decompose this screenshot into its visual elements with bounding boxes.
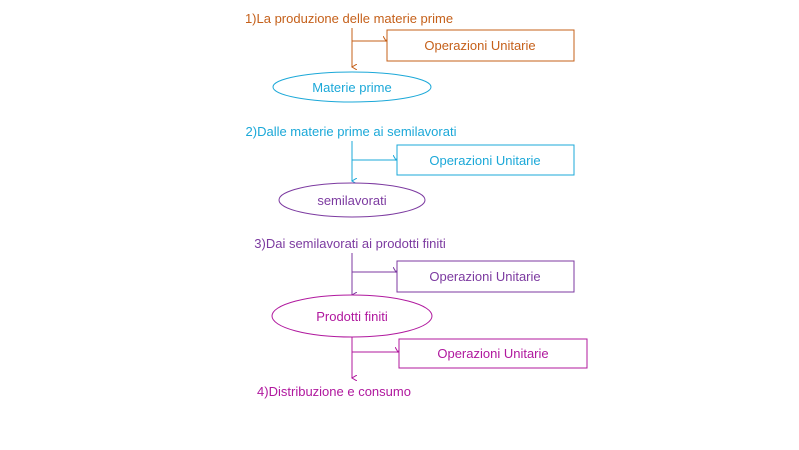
operations-box-3 bbox=[396, 260, 575, 293]
step-1-label: 1)La produzione delle materie prime bbox=[245, 11, 453, 26]
operations-label-1: Operazioni Unitarie bbox=[424, 38, 535, 53]
semilavorati-label: semilavorati bbox=[317, 193, 386, 208]
step-3-label: 3)Dai semilavorati ai prodotti finiti bbox=[254, 236, 446, 251]
step-4-label: 4)Distribuzione e consumo bbox=[257, 384, 411, 399]
step-2-label: 2)Dalle materie prime ai semilavorati bbox=[246, 124, 457, 139]
operations-label-4: Operazioni Unitarie bbox=[437, 346, 548, 361]
semilavorati-node bbox=[278, 182, 426, 218]
materie-prime-label: Materie prime bbox=[312, 80, 391, 95]
operations-label-3: Operazioni Unitarie bbox=[429, 269, 540, 284]
operations-label-2: Operazioni Unitarie bbox=[429, 153, 540, 168]
materie-prime-node bbox=[272, 71, 432, 103]
operations-box-2 bbox=[396, 144, 575, 176]
operations-box-1 bbox=[386, 29, 575, 62]
operations-box-4 bbox=[398, 338, 588, 369]
prodotti-finiti-label: Prodotti finiti bbox=[316, 309, 388, 324]
